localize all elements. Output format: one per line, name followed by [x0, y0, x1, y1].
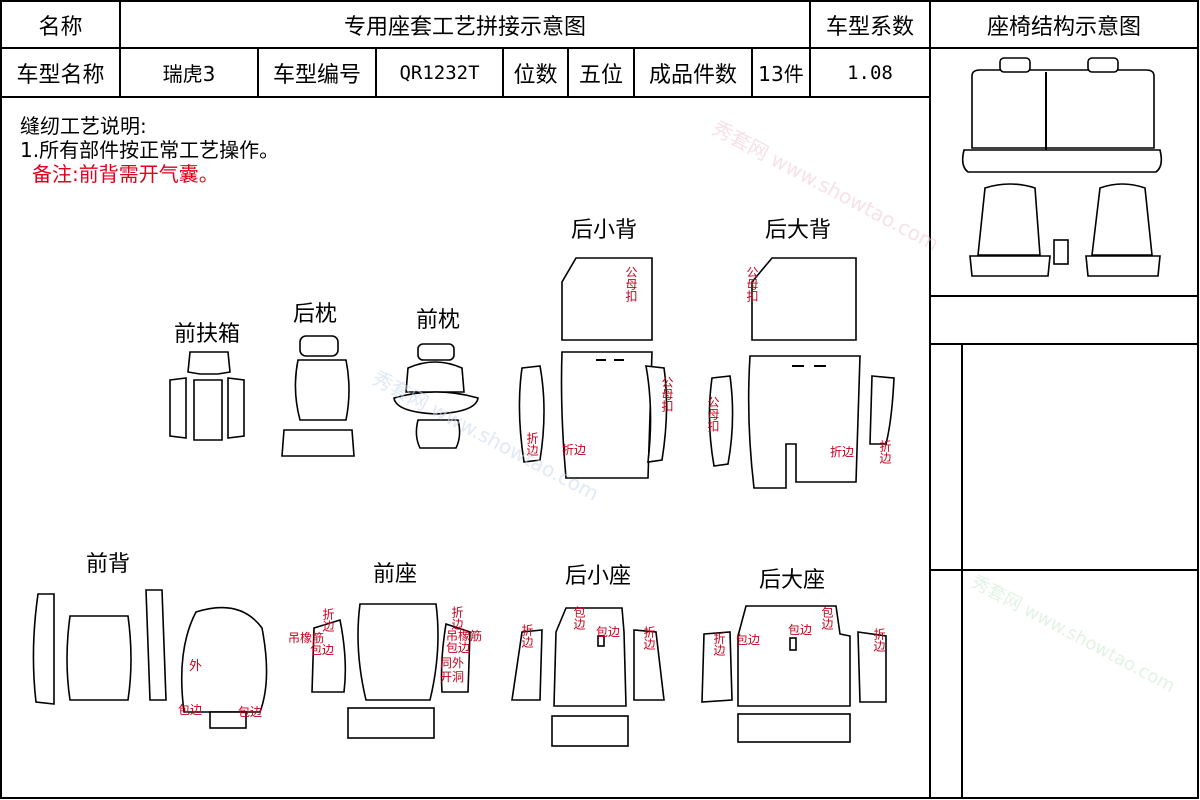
- seats-value: 五位: [578, 62, 623, 88]
- shape-rear-large-back: [708, 257, 895, 489]
- model-code-label: 车型编号: [272, 62, 361, 88]
- ann-fold-rlb-right: 折边: [878, 440, 892, 464]
- ann-wrap-rss-mid: 包边: [596, 625, 621, 639]
- ann-fold-fs-right: 折边: [450, 606, 464, 630]
- model-name-value: 瑞虎3: [162, 62, 216, 86]
- ann-fold-rsb-mid: 折边: [562, 443, 587, 457]
- ann-wrap-fb-left: 包边: [178, 703, 203, 717]
- seat-structure-diagram: [961, 57, 1163, 277]
- pieces-value: 13件: [758, 62, 804, 86]
- model-code-value: QR1232T: [399, 61, 480, 84]
- notes-line-1: 1.所有部件按正常工艺操作。: [20, 138, 280, 162]
- ann-same-hole-fs: 同外开洞: [440, 656, 465, 684]
- ann-fold-rlb-mid: 折边: [830, 445, 855, 459]
- ann-wrap-fs-right: 包边: [446, 641, 471, 655]
- coef-value: 1.08: [847, 61, 893, 84]
- label-rear-small-back: 后小背: [570, 218, 638, 243]
- shape-rear-large-seat: [701, 605, 887, 743]
- shape-front-back: [32, 589, 268, 729]
- ann-snap-rsb-side: 公母扣: [660, 376, 674, 412]
- shape-rear-small-seat: [511, 607, 665, 747]
- label-front-seat: 前座: [372, 562, 418, 587]
- ann-snap-rsb-top: 公母扣: [624, 266, 638, 302]
- ann-fold-rss-right: 折边: [642, 626, 656, 650]
- label-front-headrest: 前枕: [415, 308, 461, 333]
- shape-rear-headrest: [281, 335, 355, 457]
- ann-snap-rlb-top: 公母扣: [745, 266, 759, 302]
- notes-remark: 备注:前背需开气囊。: [32, 162, 219, 186]
- name-label: 名称: [38, 14, 83, 40]
- ann-fold-rsb-left: 折边: [525, 432, 539, 456]
- ann-wrap-rls-mid: 包边: [788, 623, 813, 637]
- sewing-notes: 缝纫工艺说明: 1.所有部件按正常工艺操作。 备注:前背需开气囊。: [20, 114, 279, 186]
- label-rear-large-back: 后大背: [764, 218, 832, 243]
- label-front-armrest: 前扶箱: [173, 322, 241, 347]
- seats-label: 位数: [513, 62, 558, 88]
- label-front-back: 前背: [85, 552, 131, 577]
- shape-rear-small-back: [518, 257, 668, 479]
- shape-front-armrest: [169, 351, 245, 441]
- ann-elastic-fs-right: 吊橡筋: [446, 629, 483, 643]
- ann-fold-rss-left: 折边: [520, 624, 534, 648]
- ann-wrap-rls-top: 包边: [820, 606, 834, 630]
- shape-front-headrest: [393, 343, 479, 449]
- sheet-title: 专用座套工艺拼接示意图: [343, 14, 586, 40]
- shape-front-seat: [311, 603, 471, 739]
- ann-snap-rlb-side: 公母扣: [706, 396, 720, 432]
- coef-label: 车型系数: [825, 14, 914, 40]
- ann-wrap-fb-right: 包边: [238, 705, 263, 719]
- ann-fold-rls-right: 折边: [872, 628, 886, 652]
- label-rear-headrest: 后枕: [292, 302, 338, 327]
- ann-wrap-fs-left: 包边: [310, 643, 335, 657]
- pieces-label: 成品件数: [648, 62, 737, 88]
- label-rear-small-seat: 后小座: [564, 564, 632, 589]
- ann-outer-front-back: 外: [189, 659, 203, 674]
- ann-fold-fs-left: 折边: [321, 608, 335, 632]
- ann-elastic-fs-left: 吊橡筋: [288, 631, 325, 645]
- model-name-label: 车型名称: [16, 62, 105, 88]
- structure-title: 座椅结构示意图: [986, 14, 1141, 40]
- ann-fold-rls-left: 折边: [712, 632, 726, 656]
- ann-wrap-rss-top: 包边: [572, 606, 586, 630]
- label-rear-large-seat: 后大座: [758, 568, 826, 593]
- notes-heading: 缝纫工艺说明:: [20, 114, 147, 138]
- ann-wrap-rls-left: 包边: [736, 633, 761, 647]
